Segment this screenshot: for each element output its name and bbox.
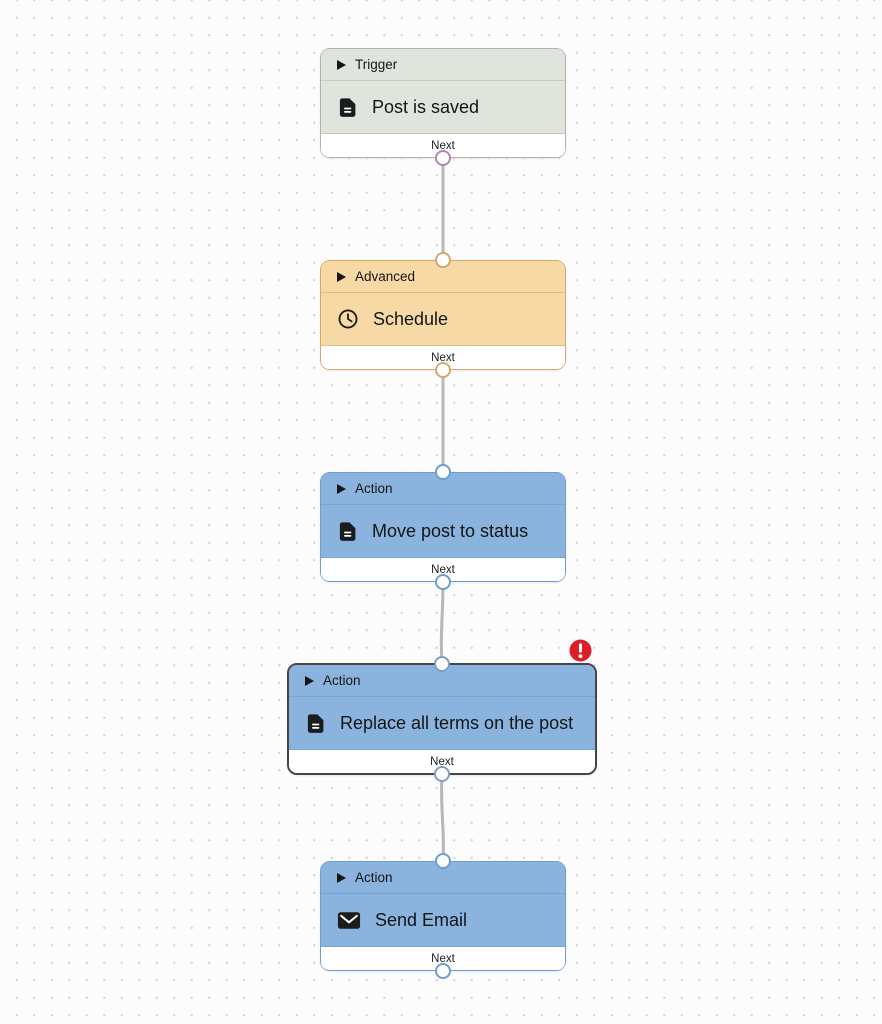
input-port[interactable] (435, 464, 451, 480)
node-title: Send Email (375, 909, 468, 930)
edge-action2-action3 (440, 773, 445, 863)
node-body: Schedule (321, 293, 565, 345)
node-advanced-schedule[interactable]: Advanced Schedule Next (320, 252, 566, 378)
node-body: Post is saved (321, 81, 565, 133)
output-port[interactable] (435, 963, 451, 979)
input-port[interactable] (434, 656, 450, 672)
node-body: Send Email (321, 894, 565, 946)
document-icon (305, 713, 326, 734)
output-port[interactable] (435, 574, 451, 590)
input-port[interactable] (435, 252, 451, 268)
next-label: Next (431, 351, 455, 364)
node-body: Replace all terms on the post (289, 697, 595, 749)
output-port[interactable] (434, 766, 450, 782)
node-header[interactable]: Action (321, 473, 565, 505)
input-port[interactable] (435, 853, 451, 869)
node-title: Replace all terms on the post (340, 712, 574, 733)
collapse-arrow-icon[interactable] (337, 59, 346, 70)
edge-action1-action2 (439, 580, 445, 665)
node-header[interactable]: Trigger (321, 49, 565, 81)
node-category-label: Advanced (355, 269, 416, 284)
document-icon (337, 97, 358, 118)
next-label: Next (431, 952, 455, 965)
clock-icon (337, 308, 359, 330)
node-category-label: Action (355, 870, 393, 885)
node-trigger-post-is-saved[interactable]: Trigger Post is saved Next (320, 48, 566, 166)
node-category-label: Action (323, 673, 361, 688)
node-action-replace-all-terms[interactable]: Action Replace all terms on the post Nex… (287, 639, 597, 782)
node-title: Schedule (373, 308, 449, 329)
collapse-arrow-icon[interactable] (305, 675, 314, 686)
error-badge-exclamation-icon (569, 639, 592, 662)
node-body: Move post to status (321, 505, 565, 557)
next-label: Next (430, 755, 454, 768)
output-port[interactable] (435, 150, 451, 166)
collapse-arrow-icon[interactable] (337, 483, 346, 494)
collapse-arrow-icon[interactable] (337, 872, 346, 883)
node-category-label: Action (355, 481, 393, 496)
collapse-arrow-icon[interactable] (337, 271, 346, 282)
output-port[interactable] (435, 362, 451, 378)
envelope-icon (337, 910, 361, 931)
next-label: Next (431, 563, 455, 576)
node-action-move-post-to-status[interactable]: Action Move post to status Next (320, 464, 566, 590)
next-label: Next (431, 139, 455, 152)
node-title: Move post to status (372, 520, 529, 541)
document-icon (337, 521, 358, 542)
node-category-label: Trigger (355, 57, 398, 72)
node-header[interactable]: Action (289, 665, 595, 697)
node-title: Post is saved (372, 96, 480, 117)
node-action-send-email[interactable]: Action Send Email Next (320, 853, 566, 979)
